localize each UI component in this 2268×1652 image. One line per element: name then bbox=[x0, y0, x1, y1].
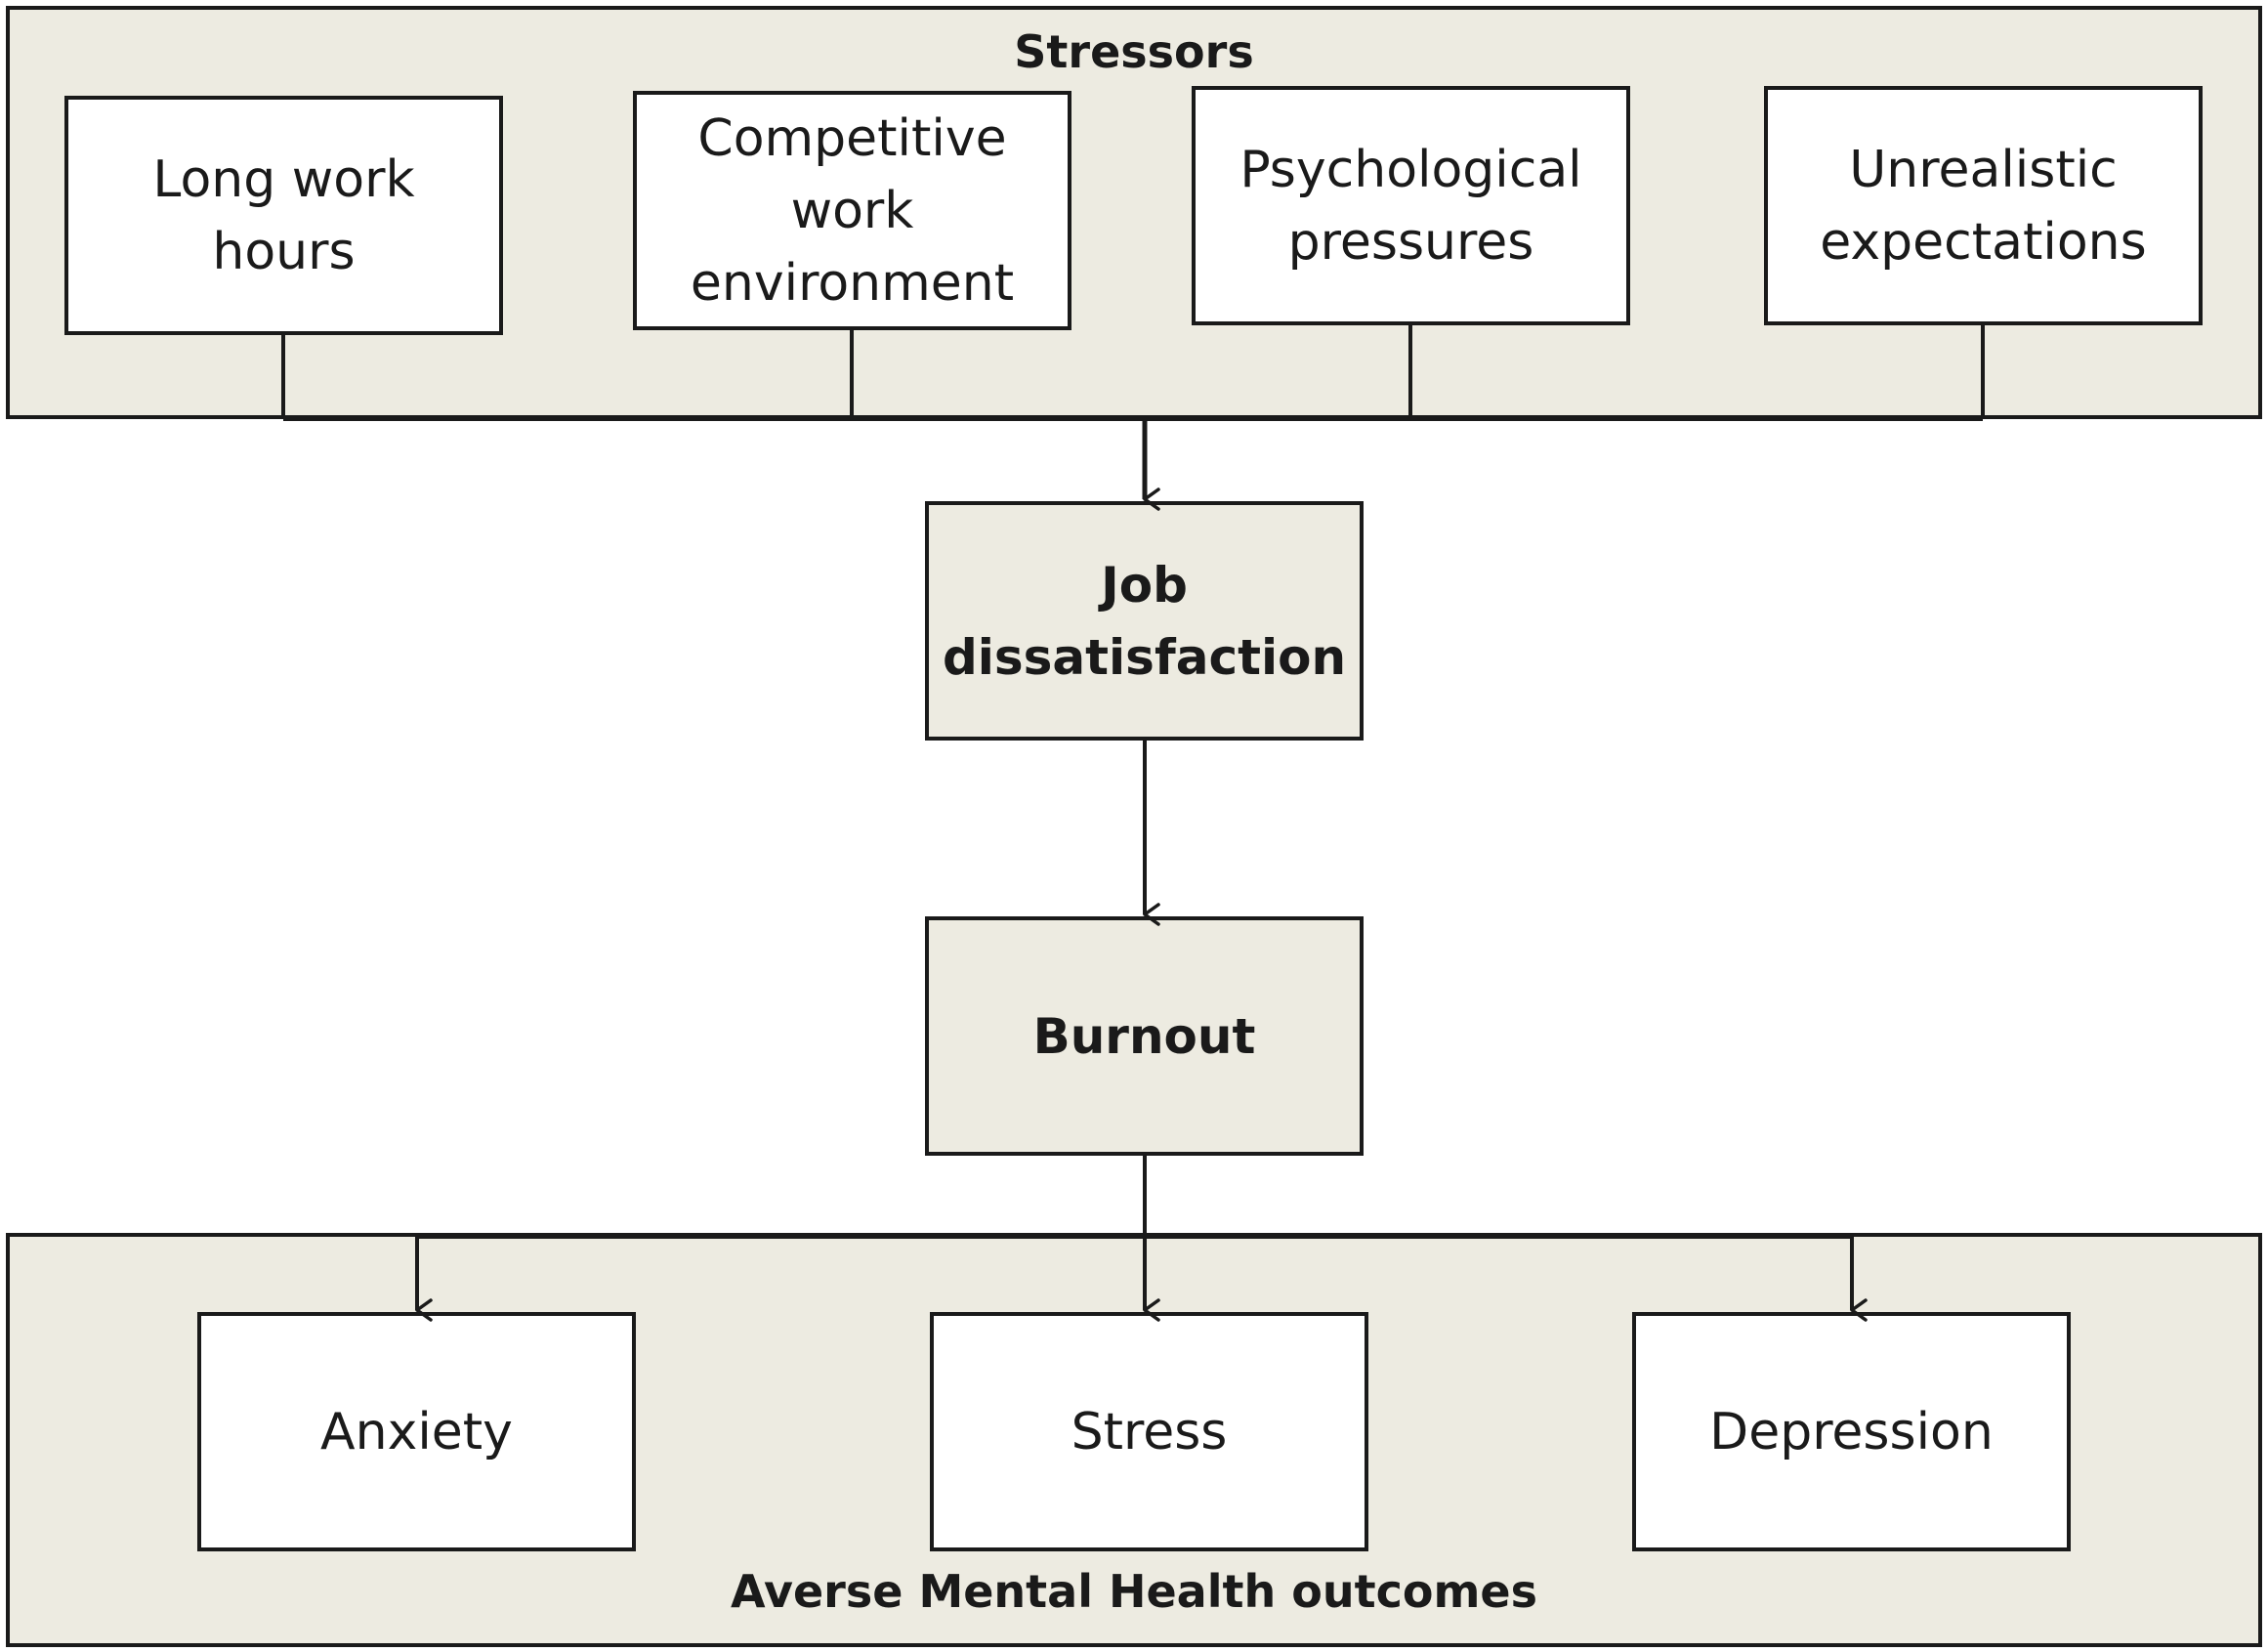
burnout-label: Burnout bbox=[1032, 1007, 1256, 1065]
stressor-label: Unrealistic expectations bbox=[1820, 140, 2147, 272]
outcome-label: Depression bbox=[1709, 1402, 1994, 1461]
outcomes-title: Averse Mental Health outcomes bbox=[731, 1565, 1537, 1618]
outcome-stress: Stress bbox=[930, 1312, 1368, 1551]
stressors-title: Stressors bbox=[1014, 25, 1254, 78]
stressor-label: Long work hours bbox=[152, 149, 415, 281]
outcome-label: Anxiety bbox=[320, 1402, 513, 1461]
job-dissatisfaction-box: Job dissatisfaction bbox=[925, 501, 1364, 741]
stressor-long-work-hours: Long work hours bbox=[64, 96, 503, 335]
outcome-depression: Depression bbox=[1632, 1312, 2071, 1551]
burnout-box: Burnout bbox=[925, 916, 1364, 1156]
stressor-label: Competitive work environment bbox=[690, 108, 1015, 313]
job-dissatisfaction-label: Job dissatisfaction bbox=[942, 556, 1347, 686]
stressor-psychological-pressures: Psychological pressures bbox=[1192, 86, 1630, 325]
outcome-label: Stress bbox=[1071, 1402, 1228, 1461]
outcome-anxiety: Anxiety bbox=[197, 1312, 636, 1551]
stressor-unrealistic-expectations: Unrealistic expectations bbox=[1764, 86, 2203, 325]
stressor-label: Psychological pressures bbox=[1239, 140, 1582, 272]
stressor-competitive-work-environment: Competitive work environment bbox=[633, 91, 1071, 330]
